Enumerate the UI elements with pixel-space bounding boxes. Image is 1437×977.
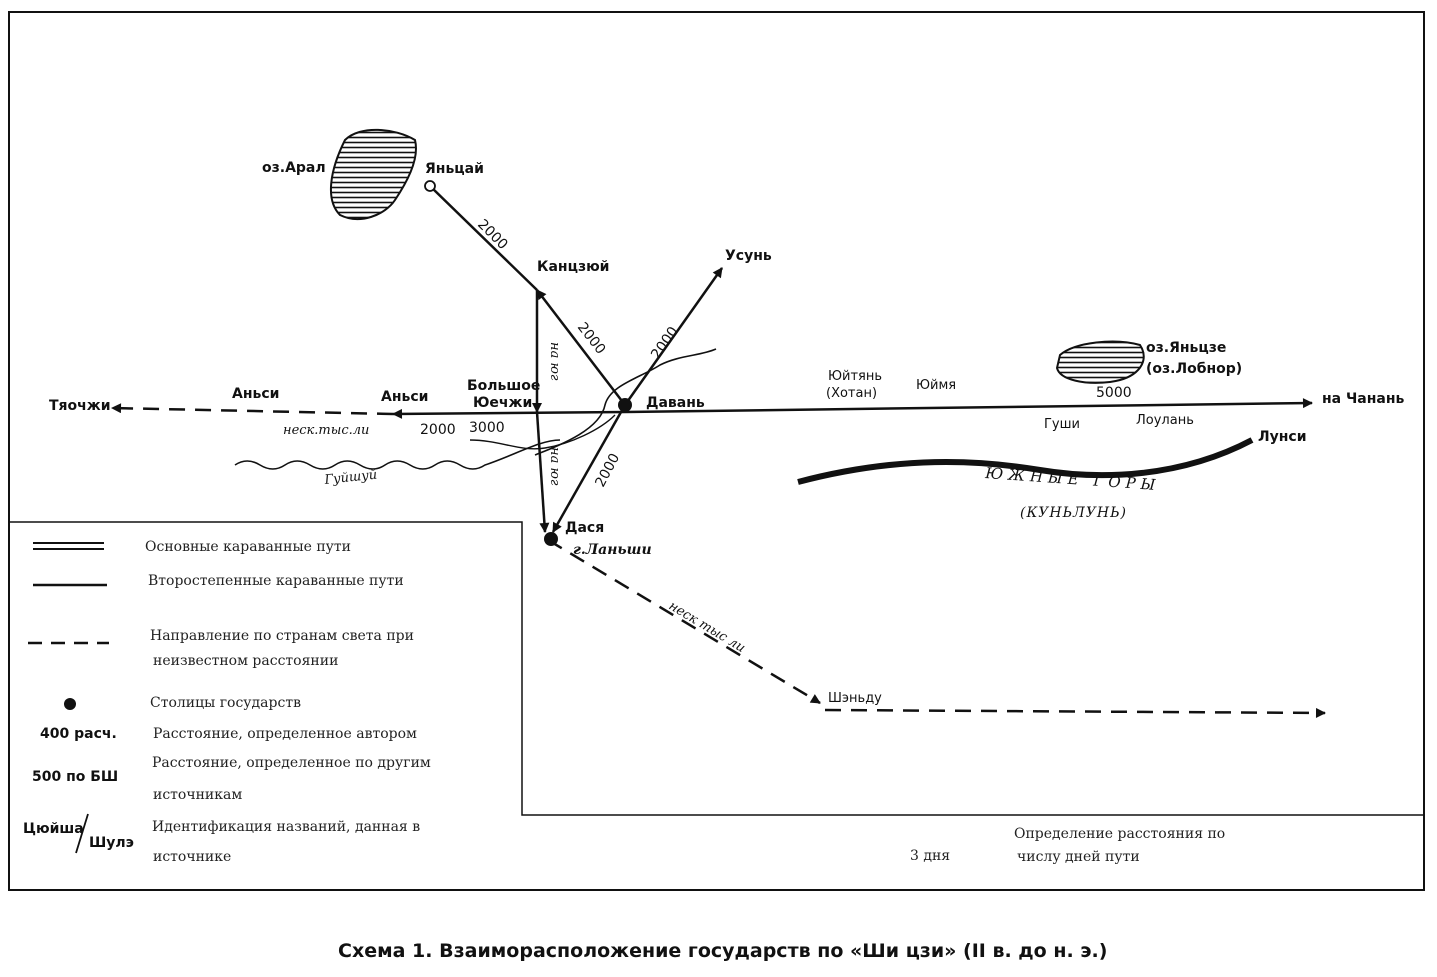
label-ansi-far: Аньси — [232, 386, 279, 402]
legend-direction-2: неизвестном расстоянии — [153, 653, 338, 669]
label-dasya: Дася — [565, 520, 604, 536]
dist-davan-usun: 2000 — [648, 324, 682, 362]
label-usun: Усунь — [725, 248, 772, 264]
route-south-dashed — [547, 538, 821, 705]
legend-days-text-2: числу дней пути — [1017, 849, 1140, 865]
route-davan-kangju — [536, 289, 626, 406]
route-east — [624, 398, 1313, 414]
legend-other-key: 500 по БШ — [32, 769, 118, 785]
legend-secondary-routes: Второстепенные караванные пути — [148, 573, 404, 589]
legend-author-text: Расстояние, определенное автором — [153, 726, 417, 742]
legend-direction-1: Направление по странам света при — [150, 628, 414, 644]
label-lanshi: г.Ланьши — [573, 542, 652, 558]
davan-capital — [618, 398, 632, 412]
route-davan-usun — [623, 267, 724, 406]
legend-ident-text-1: Идентификация названий, данная в — [152, 819, 420, 835]
label-yuechzhi: Юечжи — [473, 395, 532, 411]
dist-kangju-davan: 2000 — [574, 320, 609, 358]
river-upper — [534, 348, 717, 456]
label-chanan: на Чанань — [1322, 391, 1405, 407]
dist-unknown-west: неск.тыс.ли — [283, 423, 369, 438]
legend-capital-dot — [64, 698, 76, 710]
dir-south-2: на юг — [547, 447, 562, 486]
legend-ident-slash — [75, 813, 89, 854]
dist-yuechzhi-3000: 3000 — [469, 420, 505, 436]
label-shendu: Шэньду — [828, 691, 882, 706]
legend-days-key: 3 дня — [910, 848, 950, 864]
label-tyaochzhi: Тяочжи — [49, 398, 111, 414]
legend-days-text-1: Определение расстояния по — [1014, 826, 1225, 842]
legend-ident-key-1: Цюйша — [23, 821, 84, 837]
label-khotan: (Хотан) — [826, 386, 877, 401]
label-bolshoe: Большое — [467, 378, 540, 394]
label-loulan: Лоулань — [1136, 413, 1194, 428]
route-yuechzhi-south — [535, 411, 550, 533]
label-yantsai: Яньцай — [425, 161, 484, 177]
legend-ident-text-2: источнике — [153, 849, 231, 865]
route-shendu-east — [824, 707, 1326, 718]
river-lower — [469, 414, 616, 450]
label-aral: оз.Арал — [262, 160, 326, 176]
label-lake-lobnor: (оз.Лобнор) — [1146, 361, 1242, 377]
figure-caption: Схема 1. Взаиморасположение государств п… — [338, 940, 1107, 962]
label-lake-yantsze: оз.Яньцзе — [1146, 340, 1226, 356]
label-kunlun: (КУНЬЛУНЬ) — [1020, 505, 1127, 521]
dasya-capital — [544, 532, 558, 546]
label-davan: Давань — [646, 395, 705, 411]
legend-border — [9, 521, 1424, 816]
legend-main-routes: Основные караванные пути — [145, 539, 351, 555]
label-kangju: Канцзюй — [537, 259, 610, 275]
route-west — [392, 408, 626, 419]
label-mountains: ЮЖНЫЕ ГОРЫ — [984, 464, 1161, 494]
dir-south-1: на юг — [547, 342, 562, 381]
label-gushui: Гуйшуй — [323, 468, 378, 489]
aral-lake — [329, 128, 417, 220]
route-yantsai-kangju — [429, 185, 538, 291]
label-yuytyan: Юйтянь — [828, 369, 882, 384]
legend-author-key: 400 расч. — [40, 726, 117, 742]
southern-mountains — [797, 437, 1254, 485]
label-yuymi: Юймя — [916, 378, 956, 393]
dist-lobnor-5000: 5000 — [1096, 385, 1132, 401]
legend-capitals: Столицы государств — [150, 695, 301, 711]
legend-ident-key-2: Шулэ — [89, 835, 134, 851]
route-davan-dasya — [551, 404, 627, 533]
lobnor-lake — [1055, 340, 1145, 384]
legend-other-text-2: источникам — [153, 787, 242, 803]
legend-other-text-1: Расстояние, определенное по другим — [152, 755, 431, 771]
dist-unknown-south: неск тыс ли — [666, 599, 748, 656]
label-lunsi: Лунси — [1258, 429, 1307, 445]
label-ansi-near: Аньси — [381, 389, 428, 405]
map-frame — [8, 11, 1425, 891]
dist-ansi-2000: 2000 — [420, 422, 456, 438]
yantsai-point — [424, 180, 436, 192]
label-gushi: Гуши — [1044, 417, 1080, 432]
gushui-river — [234, 439, 561, 470]
route-west-dashed — [111, 403, 394, 416]
